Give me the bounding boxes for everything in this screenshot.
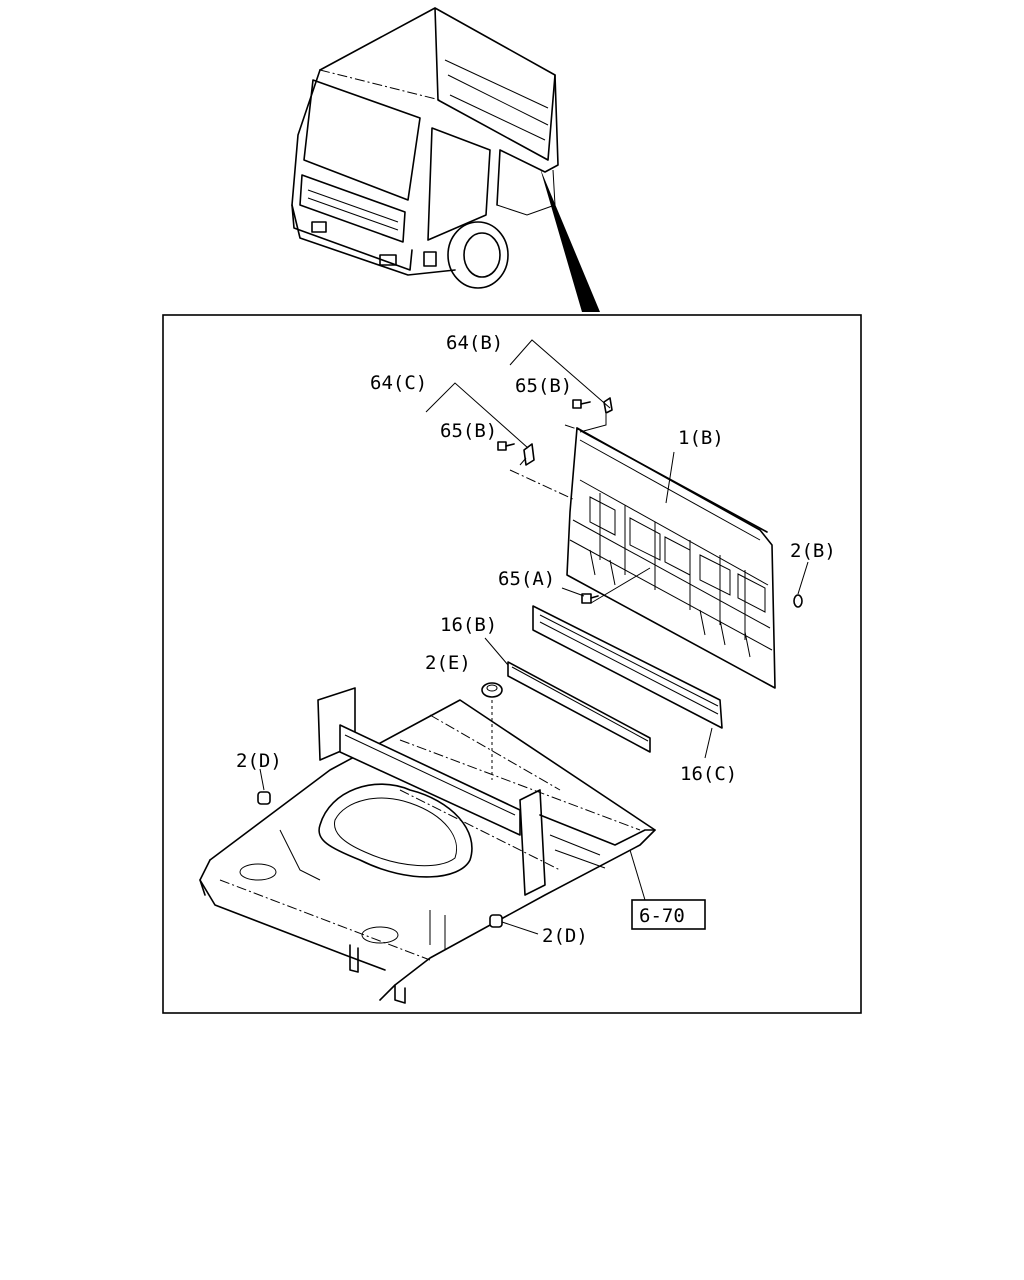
callout-65b-mid: 65(B) (440, 420, 497, 442)
grommet-2d-bottom-icon (489, 914, 503, 928)
callout-1b: 1(B) (678, 427, 724, 449)
callout-2d-left: 2(D) (236, 750, 282, 772)
callout-65a: 65(A) (498, 568, 555, 590)
rail-16b-icon (507, 661, 651, 753)
cab-floor-icon (199, 687, 656, 1004)
leader-lines (259, 339, 809, 935)
callout-2e: 2(E) (425, 652, 471, 674)
callout-64c: 64(C) (370, 372, 427, 394)
bracket-64c-icon (519, 443, 535, 466)
callout-16c: 16(C) (680, 763, 737, 785)
bolt-65b-top-icon (572, 399, 591, 409)
diagram-frame (162, 314, 862, 1014)
page-reference-label: 6-70 (639, 905, 685, 927)
page-reference[interactable]: 6-70 (631, 899, 706, 930)
grommet-2e-icon (481, 682, 503, 698)
grommet-2d-left-icon (257, 791, 271, 805)
callout-2d-bottom: 2(D) (542, 925, 588, 947)
callout-2b: 2(B) (790, 540, 836, 562)
rear-panel-icon (566, 427, 776, 689)
rail-16c-icon (532, 605, 723, 729)
callout-65b-top: 65(B) (515, 375, 572, 397)
callout-16b: 16(B) (440, 614, 497, 636)
grommet-2b-icon (793, 594, 803, 608)
bolt-65b-mid-icon (497, 441, 515, 451)
bolt-65a-icon (581, 593, 599, 604)
bracket-64b-icon (603, 397, 613, 414)
callout-64b: 64(B) (446, 332, 503, 354)
truck-cab-icon (291, 7, 600, 312)
